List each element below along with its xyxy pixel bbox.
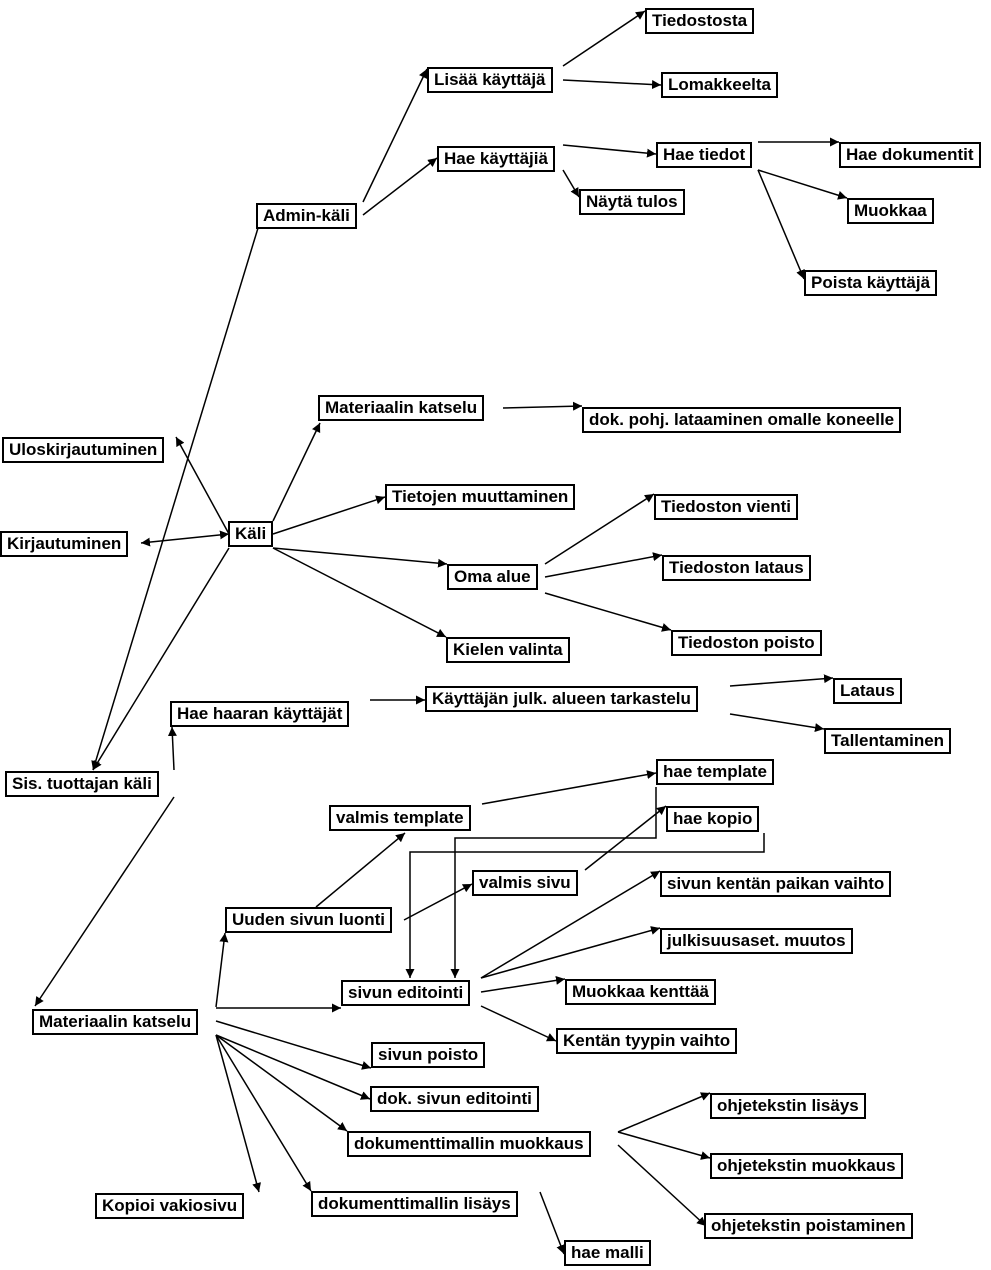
node-kentan-tyypin: Kentän tyypin vaihto bbox=[556, 1028, 738, 1054]
edge-uuden_sivun-to-valmis_sivu bbox=[403, 883, 473, 921]
node-sivun-kentan: sivun kentän paikan vaihto bbox=[660, 871, 892, 897]
edge-kali-to-materiaalin_katselu_1 bbox=[272, 422, 321, 522]
node-oma-alue: Oma alue bbox=[447, 564, 538, 590]
edge-materiaalin_katselu_2-to-dokumenttimallin_muokkaus bbox=[215, 1034, 348, 1132]
edge-kali-to-sis_tuottajan bbox=[92, 547, 230, 771]
edge-materiaalin_katselu_2-to-dok_sivun bbox=[215, 1034, 371, 1100]
edge-dokumenttimallin_muokkaus-to-ohjetekstin_muokkaus bbox=[617, 1131, 711, 1160]
node-tiedoston-vienti: Tiedoston vienti bbox=[654, 494, 799, 520]
node-nayta-tulos: Näytä tulos bbox=[579, 189, 685, 215]
node-uloskirjautuminen: Uloskirjautuminen bbox=[2, 437, 165, 463]
edge-hae_tiedot-to-poista_kayttaja bbox=[757, 169, 805, 280]
node-lomakkeelta: Lomakkeelta bbox=[661, 72, 778, 98]
edge-sis_tuottajan-to-hae_haaran bbox=[167, 726, 177, 771]
node-ohjetekstin-muokkaus: ohjetekstin muokkaus bbox=[710, 1153, 903, 1179]
edge-hae_tiedot-to-muokkaa bbox=[757, 169, 848, 200]
edge-valmis_template-to-hae_template bbox=[481, 770, 657, 805]
node-hae-kayttajia: Hae käyttäjiä bbox=[437, 146, 555, 172]
node-sis-tuottajan: Sis. tuottajan käli bbox=[5, 771, 159, 797]
node-valmis-template: valmis template bbox=[329, 805, 471, 831]
node-kielen-valinta: Kielen valinta bbox=[446, 637, 570, 663]
edge-sivun_editointi-to-julkisuusaset bbox=[480, 926, 661, 979]
node-materiaalin-katselu-2: Materiaalin katselu bbox=[32, 1009, 199, 1035]
edge-kali-to-kirjautuminen bbox=[140, 530, 230, 547]
edge-admin_kali-to-sis_tuottajan bbox=[91, 227, 259, 771]
edge-kali-to-uloskirjautuminen bbox=[175, 436, 230, 535]
node-dok-sivun: dok. sivun editointi bbox=[370, 1086, 539, 1112]
edge-sis_tuottajan-to-materiaalin_katselu_2 bbox=[34, 796, 175, 1007]
node-muokkaa: Muokkaa bbox=[847, 198, 934, 224]
edge-kali-to-kielen_valinta bbox=[272, 547, 447, 638]
node-hae-haaran: Hae haaran käyttäjät bbox=[170, 701, 350, 727]
edge-hae_kayttajia-to-nayta_tulos bbox=[562, 169, 580, 198]
node-poista-kayttaja: Poista käyttäjä bbox=[804, 270, 938, 296]
node-kirjautuminen: Kirjautuminen bbox=[0, 531, 129, 557]
edge-materiaalin_katselu_2-to-kopioi_vakiosivu bbox=[215, 1034, 261, 1193]
node-kopioi-vakiosivu: Kopioi vakiosivu bbox=[95, 1193, 245, 1219]
node-julkisuusaset: julkisuusaset. muutos bbox=[660, 928, 853, 954]
node-hae-dokumentit: Hae dokumentit bbox=[839, 142, 981, 168]
edge-oma_alue-to-tiedoston_vienti bbox=[544, 493, 655, 565]
edge-kali-to-oma_alue bbox=[272, 547, 448, 568]
node-hae-tiedot: Hae tiedot bbox=[656, 142, 753, 168]
node-materiaalin-katselu-1: Materiaalin katselu bbox=[318, 395, 485, 421]
edge-sivun_editointi-to-muokkaa_kenttaa bbox=[480, 975, 566, 993]
edge-materiaalin_katselu_1-to-dok_pohj bbox=[502, 401, 583, 411]
edge-dokumenttimallin_lisays-to-hae_malli bbox=[539, 1191, 565, 1255]
node-tiedostosta: Tiedostosta bbox=[645, 8, 755, 34]
edge-dokumenttimallin_muokkaus-to-ohjetekstin_poistaminen bbox=[617, 1144, 707, 1227]
node-sivun-poisto: sivun poisto bbox=[371, 1042, 486, 1068]
edge-lisaa_kayttaja-to-lomakkeelta bbox=[562, 79, 662, 90]
node-kayttajan-julk: Käyttäjän julk. alueen tarkastelu bbox=[425, 686, 698, 712]
node-ohjetekstin-lisays: ohjetekstin lisäys bbox=[710, 1093, 866, 1119]
edge-hae_kayttajia-to-hae_tiedot bbox=[562, 144, 657, 158]
node-hae-template: hae template bbox=[656, 759, 774, 785]
edge-hae_template-to-sivun_editointi bbox=[450, 787, 657, 978]
edge-lisaa_kayttaja-to-tiedostosta bbox=[562, 10, 646, 67]
edge-hae_kopio-to-sivun_editointi bbox=[405, 833, 765, 978]
node-lisaa-kayttaja: Lisää käyttäjä bbox=[427, 67, 553, 93]
node-dok-pohj: dok. pohj. lataaminen omalle koneelle bbox=[582, 407, 902, 433]
edge-dokumenttimallin_muokkaus-to-ohjetekstin_lisays bbox=[617, 1092, 711, 1133]
edge-kayttajan_julk-to-lataus bbox=[729, 674, 834, 687]
node-lataus: Lataus bbox=[833, 678, 902, 704]
node-hae-kopio: hae kopio bbox=[666, 806, 760, 832]
node-sivun-editointi: sivun editointi bbox=[341, 980, 471, 1006]
node-tiedoston-lataus: Tiedoston lataus bbox=[662, 555, 811, 581]
node-tietojen-muuttaminen: Tietojen muuttaminen bbox=[385, 484, 576, 510]
node-admin-kali: Admin-käli bbox=[256, 203, 357, 229]
edge-admin_kali-to-lisaa_kayttaja bbox=[362, 68, 428, 203]
node-uuden-sivun: Uuden sivun luonti bbox=[225, 907, 392, 933]
edge-materiaalin_katselu_2-to-sivun_poisto bbox=[215, 1020, 372, 1070]
node-muokkaa-kenttaa: Muokkaa kenttää bbox=[565, 979, 716, 1005]
edge-sivun_editointi-to-kentan_tyypin bbox=[480, 1005, 557, 1042]
edge-kayttajan_julk-to-tallentaminen bbox=[729, 713, 825, 733]
edge-oma_alue-to-tiedoston_lataus bbox=[544, 552, 663, 578]
edge-oma_alue-to-tiedoston_poisto bbox=[544, 592, 672, 632]
edge-uuden_sivun-to-valmis_template bbox=[315, 832, 406, 908]
edge-materiaalin_katselu_2-to-dokumenttimallin_lisays bbox=[215, 1034, 312, 1192]
node-dokumenttimallin-lisays: dokumenttimallin lisäys bbox=[311, 1191, 518, 1217]
edge-sivun_editointi-to-sivun_kentan bbox=[480, 870, 661, 979]
node-kali: Käli bbox=[228, 521, 274, 547]
node-tallentaminen: Tallentaminen bbox=[824, 728, 952, 754]
edge-kali-to-tietojen_muuttaminen bbox=[272, 495, 386, 535]
edge-admin_kali-to-hae_kayttajia bbox=[362, 157, 438, 216]
node-ohjetekstin-poistaminen: ohjetekstin poistaminen bbox=[704, 1213, 913, 1239]
node-valmis-sivu: valmis sivu bbox=[472, 870, 578, 896]
node-tiedoston-poisto: Tiedoston poisto bbox=[671, 630, 822, 656]
edge-materiaalin_katselu_2-to-uuden_sivun bbox=[215, 932, 229, 1008]
node-hae-malli: hae malli bbox=[564, 1240, 651, 1266]
node-dokumenttimallin-muokkaus: dokumenttimallin muokkaus bbox=[347, 1131, 591, 1157]
